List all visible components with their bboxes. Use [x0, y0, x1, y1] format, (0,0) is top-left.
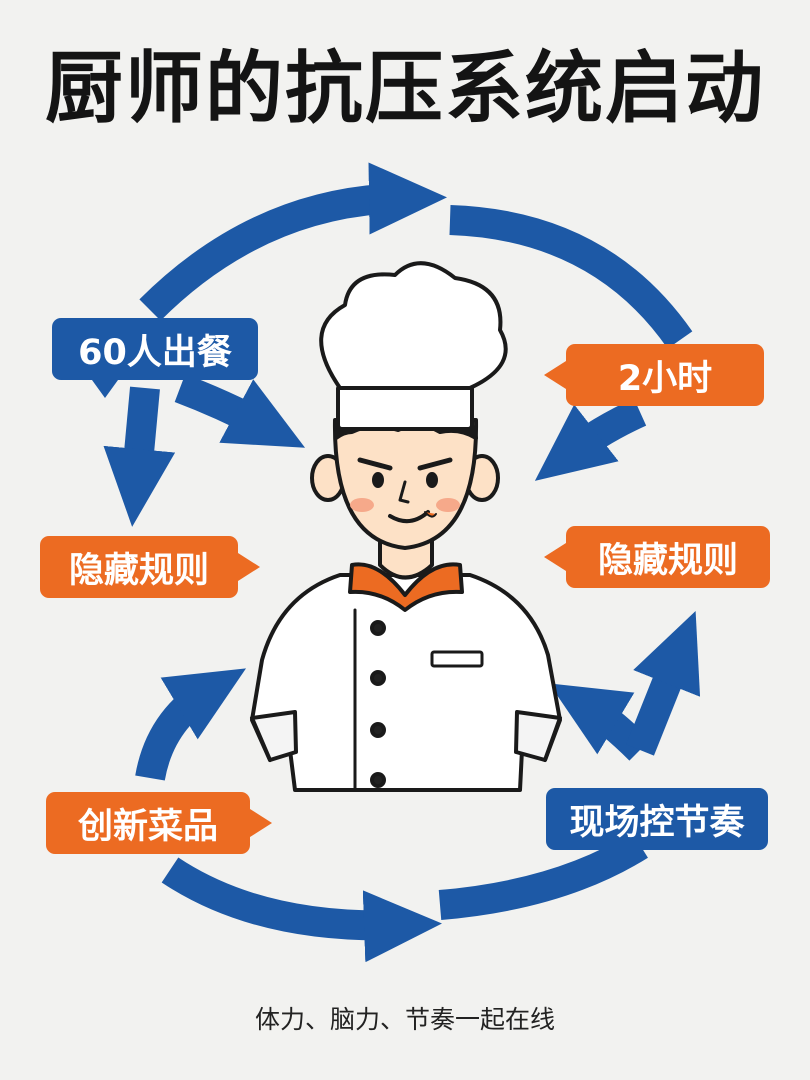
chef-illustration: [250, 261, 562, 792]
label-2-hours-text: 2小时: [617, 358, 713, 399]
label-hidden-rules-right: 隐藏规则: [544, 526, 770, 588]
label-control-rhythm: 现场控节奏: [546, 788, 768, 850]
page-title: 厨师的抗压系统启动: [44, 44, 765, 134]
label-2-hours: 2小时: [544, 344, 764, 406]
arrow-60-down: [103, 386, 176, 527]
label-2-hours-tail: [544, 361, 566, 389]
arrow-right-up: [626, 611, 701, 756]
label-60-orders-text: 60人出餐: [78, 332, 232, 373]
label-hidden-rules-right-text: 隐藏规则: [597, 540, 738, 581]
label-new-dishes-text: 创新菜品: [77, 806, 218, 847]
label-60-orders-tail: [92, 380, 118, 398]
footer-caption: 体力、脑力、节奏一起在线: [254, 1005, 555, 1034]
label-60-orders: 60人出餐: [52, 318, 258, 398]
cycle-arrow-top-right: [449, 205, 693, 349]
label-new-dishes-tail: [250, 809, 272, 837]
arrow-2h-to-chef: [534, 398, 647, 481]
label-new-dishes: 创新菜品: [46, 792, 272, 854]
label-control-rhythm-text: 现场控节奏: [569, 802, 745, 843]
arrow-up-left: [135, 668, 247, 781]
label-hidden-rules-left: 隐藏规则: [40, 536, 260, 598]
label-hidden-rules-left-tail: [238, 553, 260, 581]
cycle-arrow-top-left: [139, 162, 447, 321]
cycle-arrow-bottom-left: [161, 857, 442, 963]
cycle-arrow-bottom-right: [438, 832, 648, 920]
arrow-60-to-chef: [174, 373, 306, 448]
label-hidden-rules-left-text: 隐藏规则: [68, 550, 209, 591]
label-hidden-rules-right-tail: [544, 543, 566, 571]
